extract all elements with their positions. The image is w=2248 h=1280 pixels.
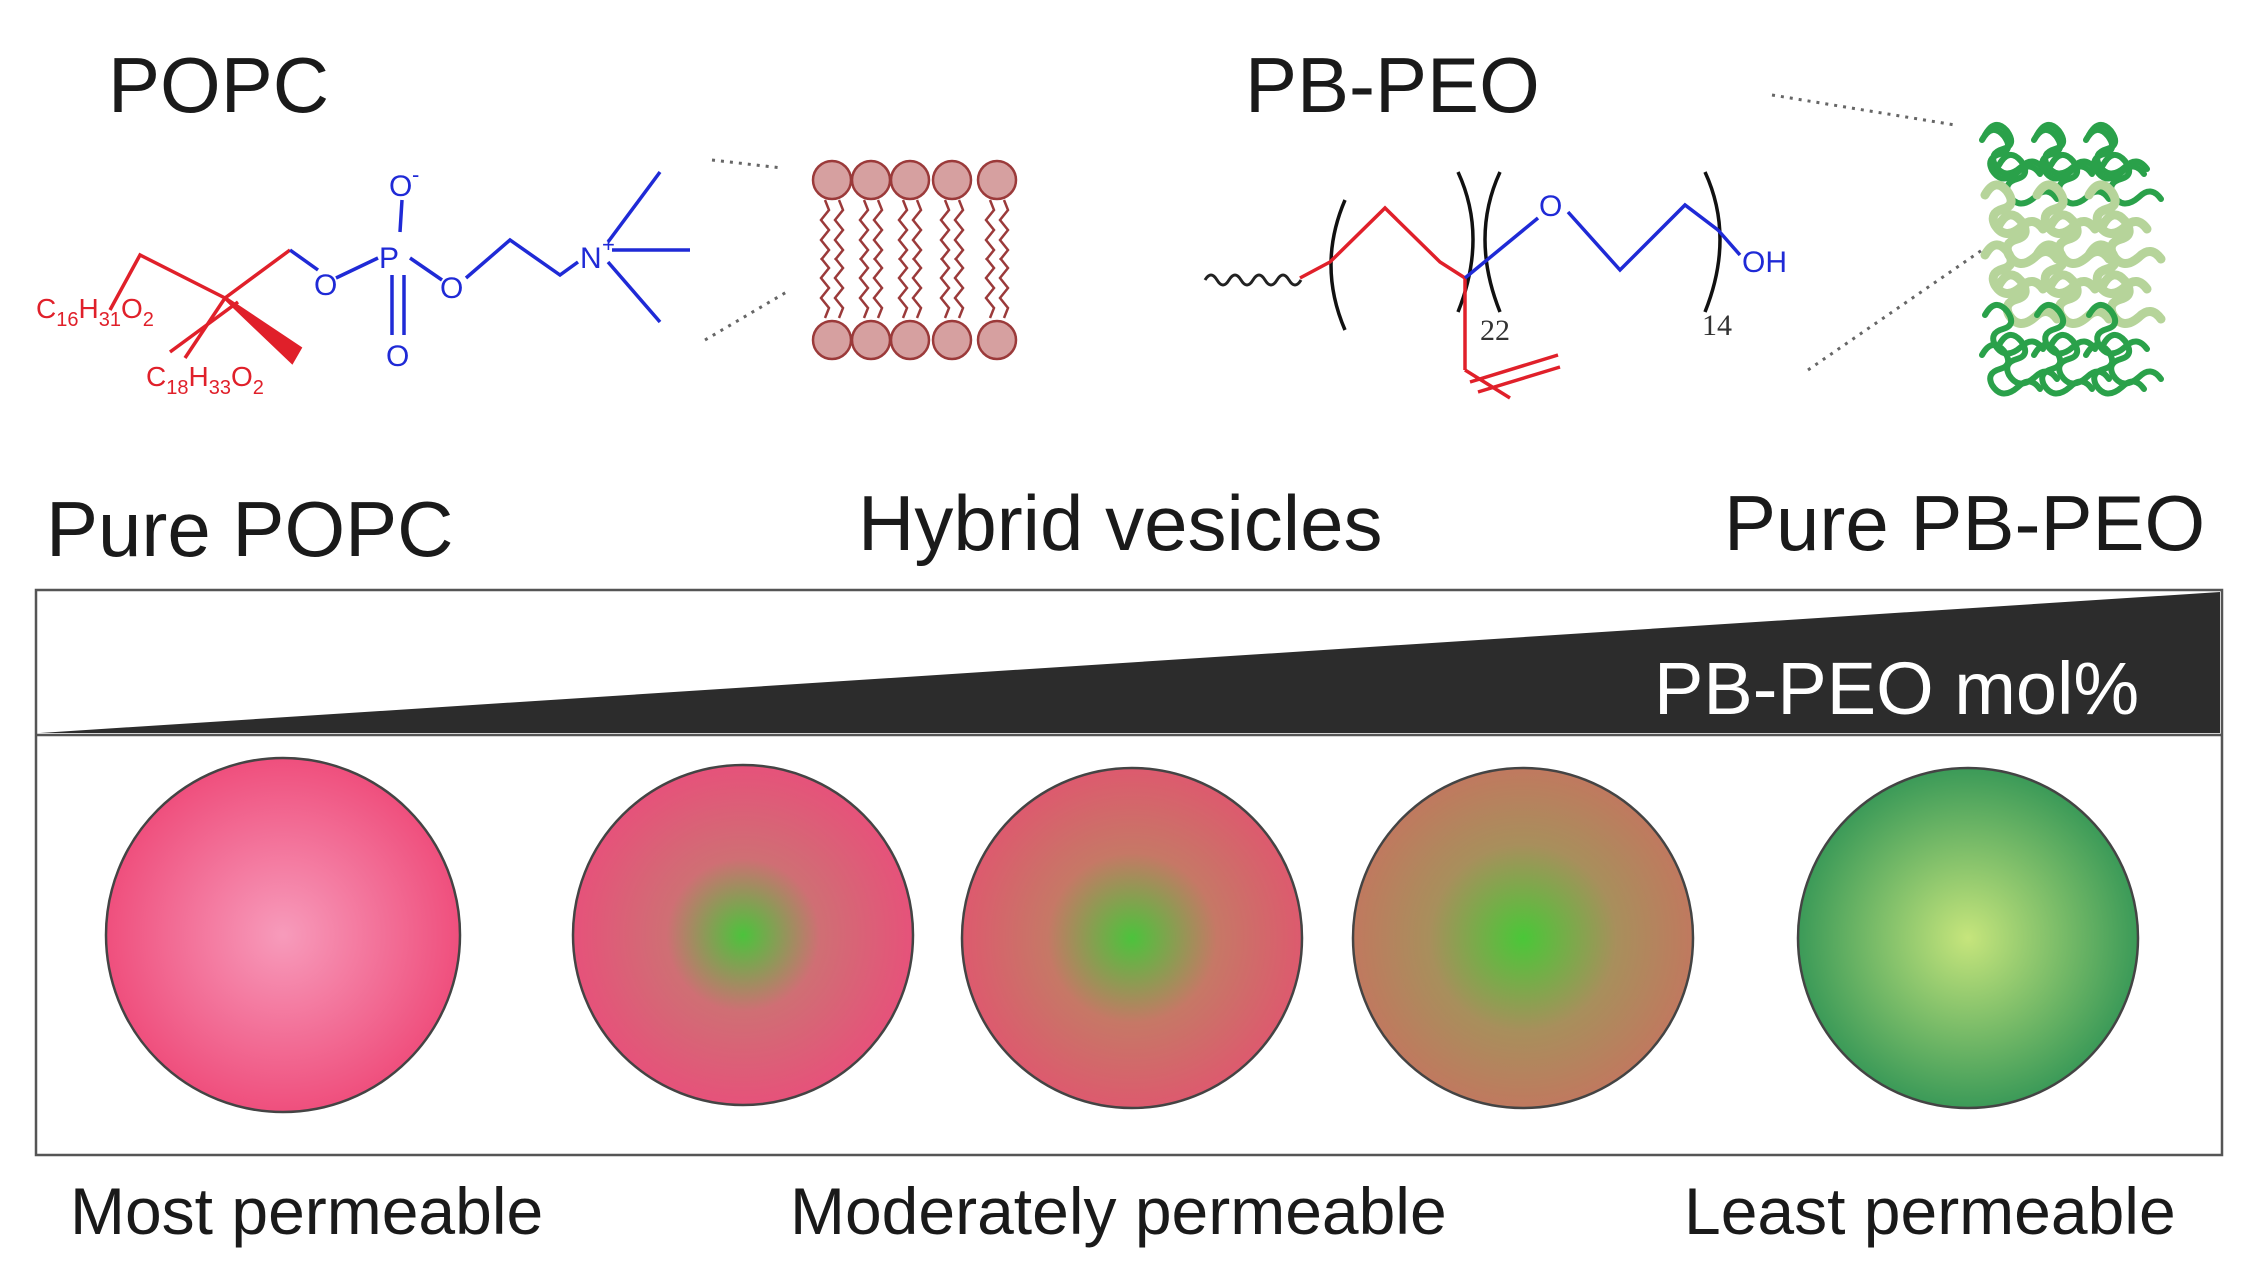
lipid-headgroup (811, 319, 853, 361)
vesicle-hybrid-high (1351, 766, 1695, 1110)
lipid-tail (897, 257, 909, 319)
lipid-tail (953, 199, 965, 261)
polymer-membrane-icon (1979, 122, 2166, 397)
pb-peo-wavy-end (1203, 273, 1303, 287)
gradient-panel-frame (34, 588, 2224, 1157)
pure-popc-label: Pure POPC (46, 485, 454, 573)
popc-charge-plus: + (602, 232, 615, 257)
polymer-chain (1979, 127, 2043, 182)
peo-backbone (1463, 202, 1742, 280)
pb-peo-oxygen: O (1539, 190, 1562, 223)
pb-peo-labels: 22 14 (1480, 309, 1732, 347)
polymer-chain (2100, 152, 2164, 207)
popc-oxygen-2: O (440, 272, 463, 305)
lipid-tail (897, 199, 909, 261)
lipid-tail (819, 257, 831, 319)
popc-title: POPC (108, 41, 330, 129)
popc-phosphorus: P (379, 242, 399, 275)
lipid-headgroup (976, 159, 1018, 201)
lipid-headgroup (931, 159, 973, 201)
lipid-tail (984, 257, 996, 319)
vesicle-pure-popc (104, 756, 462, 1114)
peo-repeat-count: 14 (1702, 309, 1732, 342)
lipid-tail (939, 199, 951, 261)
lipid-tail (911, 199, 923, 261)
popc-chain-2-formula: C18H33O2 (146, 361, 264, 399)
lipid-tail (833, 199, 845, 261)
lipid-headgroup (850, 159, 892, 201)
popc-chain-1-formula: C16H31O2 (36, 293, 154, 331)
most-permeable-label: Most permeable (70, 1174, 544, 1248)
lipid-bilayer-icon (811, 159, 1018, 361)
popc-chains (108, 248, 303, 365)
lipid-headgroup (889, 319, 931, 361)
pb-peo-mol-percent-label: PB-PEO mol% (1654, 647, 2140, 730)
lipid-tail (939, 257, 951, 319)
pb-peo-connectors (1771, 93, 1986, 372)
polymer-chain (2083, 342, 2147, 397)
popc-connectors (704, 158, 791, 342)
pb-peo-hydroxyl: OH (1742, 246, 1787, 279)
lipid-tail (911, 257, 923, 319)
lipid-tail (872, 199, 884, 261)
least-permeable-label: Least permeable (1684, 1174, 2176, 1248)
vesicles (104, 756, 2140, 1114)
hybrid-vesicles-label: Hybrid vesicles (858, 479, 1383, 567)
polymer-chain (2031, 342, 2095, 397)
lipid-tail (872, 257, 884, 319)
popc-atoms: O P O - O O N + (314, 162, 615, 373)
lipid-tail (833, 257, 845, 319)
vesicle-pure-pb-peo (1796, 766, 2140, 1110)
lipid-tail (858, 257, 870, 319)
lipid-tail (998, 257, 1010, 319)
polymer-chain (2098, 210, 2166, 268)
pb-bracket-left (1329, 199, 1347, 331)
pb-repeat-count: 22 (1480, 314, 1510, 347)
lipid-tail (953, 257, 965, 319)
moderately-permeable-label: Moderately permeable (790, 1174, 1447, 1248)
vesicle-hybrid-low (571, 763, 915, 1107)
pb-peo-structure (1203, 171, 1742, 400)
pb-peo-gradient-wedge (40, 592, 2220, 733)
popc-oxygen-1: O (314, 269, 337, 302)
lipid-tail (819, 199, 831, 261)
peo-bracket-left (1483, 171, 1502, 313)
pure-pb-peo-label: Pure PB-PEO (1724, 479, 2206, 567)
lipid-headgroup (931, 319, 973, 361)
polymer-chain (2031, 127, 2095, 182)
popc-oxygen-top: O (389, 170, 412, 203)
lipid-headgroup (811, 159, 853, 201)
vesicle-hybrid-mid (960, 766, 1304, 1110)
pb-backbone (1299, 205, 1561, 400)
popc-oxygen-bottom: O (386, 340, 409, 373)
polymer-chain (2098, 270, 2166, 328)
lipid-headgroup (850, 319, 892, 361)
lipid-tail (984, 199, 996, 261)
polymer-chain (2083, 127, 2147, 182)
peo-bracket-right (1703, 171, 1722, 313)
lipid-tail (858, 199, 870, 261)
lipid-headgroup (889, 159, 931, 201)
popc-nitrogen: N (580, 242, 602, 275)
popc-structure (108, 170, 690, 365)
popc-headgroup (288, 170, 690, 335)
pb-peo-title: PB-PEO (1245, 41, 1540, 129)
lipid-headgroup (976, 319, 1018, 361)
popc-charge-minus: - (412, 162, 419, 187)
polymer-chain (1979, 342, 2043, 397)
lipid-tail (998, 199, 1010, 261)
